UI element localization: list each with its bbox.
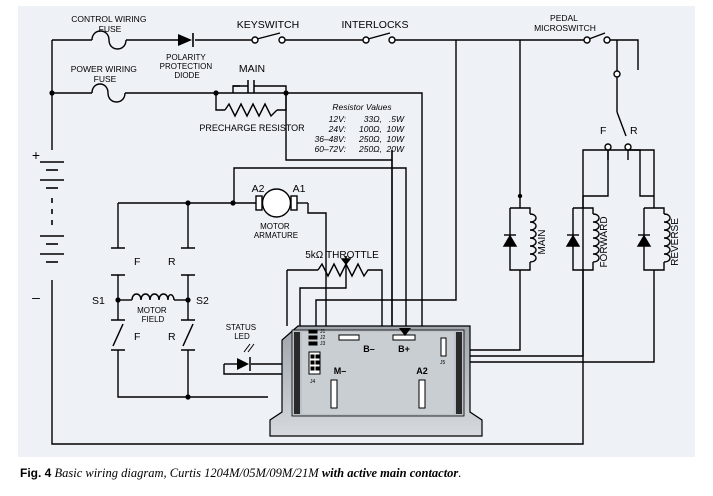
precharge-resistor — [224, 102, 278, 118]
coil-main-label: MAIN — [537, 230, 548, 255]
forward-reverse-switch — [604, 70, 632, 151]
resistor-row-voltage: 60–72V: — [314, 144, 346, 154]
bplus-feed-wires — [285, 93, 393, 326]
resistor-row-ohms: 250Ω, — [358, 144, 382, 154]
caption-emphasis: with active main contactor — [321, 466, 459, 480]
a1-label: A1 — [293, 183, 306, 195]
resistor-row-voltage: 12V: — [329, 114, 347, 124]
battery — [38, 150, 66, 280]
power-fuse — [91, 83, 126, 103]
j5-label: J5 — [440, 360, 446, 366]
caption-figure-number: Fig. 4 — [20, 466, 52, 480]
interlocks-label: INTERLOCKS — [341, 19, 408, 31]
fr-switch-r-label: R — [630, 125, 638, 137]
power-fuse-label: POWER WIRING FUSE — [71, 64, 139, 84]
pedal-microswitch — [583, 32, 611, 44]
resistor-values-table: Resistor Values 12V: 33Ω, .5W 24V: 100Ω,… — [314, 102, 404, 154]
terminal-b-minus-label: B– — [363, 344, 375, 354]
resistor-row-watts: .5W — [389, 114, 405, 124]
resistor-row-watts: 20W — [386, 144, 405, 154]
j3-label: J3 — [320, 341, 326, 347]
wires — [51, 39, 655, 445]
motor-field-label: MOTOR FIELD — [137, 306, 169, 324]
resistor-row-voltage: 24V: — [328, 124, 347, 134]
coil-main — [502, 207, 537, 271]
contact-f-label: F — [134, 256, 140, 268]
j1-label: J1 — [320, 329, 326, 335]
control-fuse-label: CONTROL WIRING FUSE — [71, 14, 149, 34]
throttle-pot — [287, 256, 374, 278]
terminal-b-plus-label: B+ — [398, 344, 410, 354]
battery-minus-label: – — [32, 289, 40, 305]
status-led — [237, 343, 255, 371]
b-plus-arrow — [399, 328, 411, 336]
resistor-row-watts: 10W — [387, 134, 405, 144]
fr-switch-wires — [583, 40, 654, 197]
contact-r-label: R — [168, 331, 176, 343]
figure-caption: Fig. 4 Basic wiring diagram, Curtis 1204… — [20, 466, 700, 481]
j4-label: J4 — [310, 379, 316, 385]
polarity-diode — [178, 33, 194, 47]
battery-plus-label: + — [32, 147, 40, 163]
resistor-row-ohms: 250Ω, — [358, 134, 382, 144]
direction-contacts — [111, 247, 195, 351]
resistor-table-title: Resistor Values — [332, 102, 392, 112]
caption-period: . — [458, 466, 462, 480]
contact-f-label: F — [134, 331, 140, 343]
motor-armature-label: MOTOR ARMATURE — [254, 222, 298, 240]
status-led-label: STATUS LED — [226, 323, 259, 341]
keyswitch-label: KEYSWITCH — [237, 19, 299, 31]
a2-label: A2 — [252, 183, 265, 195]
resistor-row-watts: 10W — [387, 124, 405, 134]
s1-label: S1 — [92, 295, 105, 307]
terminal-a2-label: A2 — [416, 366, 428, 376]
controller-box — [269, 325, 483, 437]
resistor-row-voltage: 36–48V: — [314, 134, 346, 144]
caption-description: Basic wiring diagram, Curtis 1204M/05M/0… — [54, 466, 319, 480]
fr-switch-f-label: F — [600, 125, 606, 137]
coil-reverse — [636, 196, 671, 286]
diode-label: POLARITY PROTECTION DIODE — [160, 53, 215, 80]
terminal-m-minus-label: M– — [334, 366, 347, 376]
wiring-diagram: CONTROL WIRING FUSE POWER WIRING FUSE PO… — [32, 13, 681, 445]
pedal-label: PEDAL MICROSWITCH — [534, 13, 596, 33]
controller-terminals — [308, 329, 447, 409]
coil-forward — [565, 207, 600, 286]
s2-label: S2 — [196, 295, 209, 307]
precharge-label: PRECHARGE RESISTOR — [199, 123, 305, 133]
main-contactor-contact — [233, 80, 262, 93]
resistor-row-ohms: 33Ω, — [364, 114, 382, 124]
resistor-row-ohms: 100Ω, — [359, 124, 382, 134]
motor-field-winding — [131, 293, 175, 301]
coil-forward-label: FORWARD — [599, 216, 610, 267]
contact-r-label: R — [168, 256, 176, 268]
coil-reverse-label: REVERSE — [670, 218, 681, 266]
interlocks-switch — [362, 32, 396, 44]
motor-armature — [255, 188, 298, 218]
junction-dots — [49, 90, 523, 400]
main-label: MAIN — [239, 63, 265, 75]
keyswitch — [251, 32, 286, 44]
throttle-label: 5kΩ THROTTLE — [305, 250, 379, 261]
j2-label: J2 — [320, 335, 326, 341]
control-fuse — [91, 30, 127, 50]
